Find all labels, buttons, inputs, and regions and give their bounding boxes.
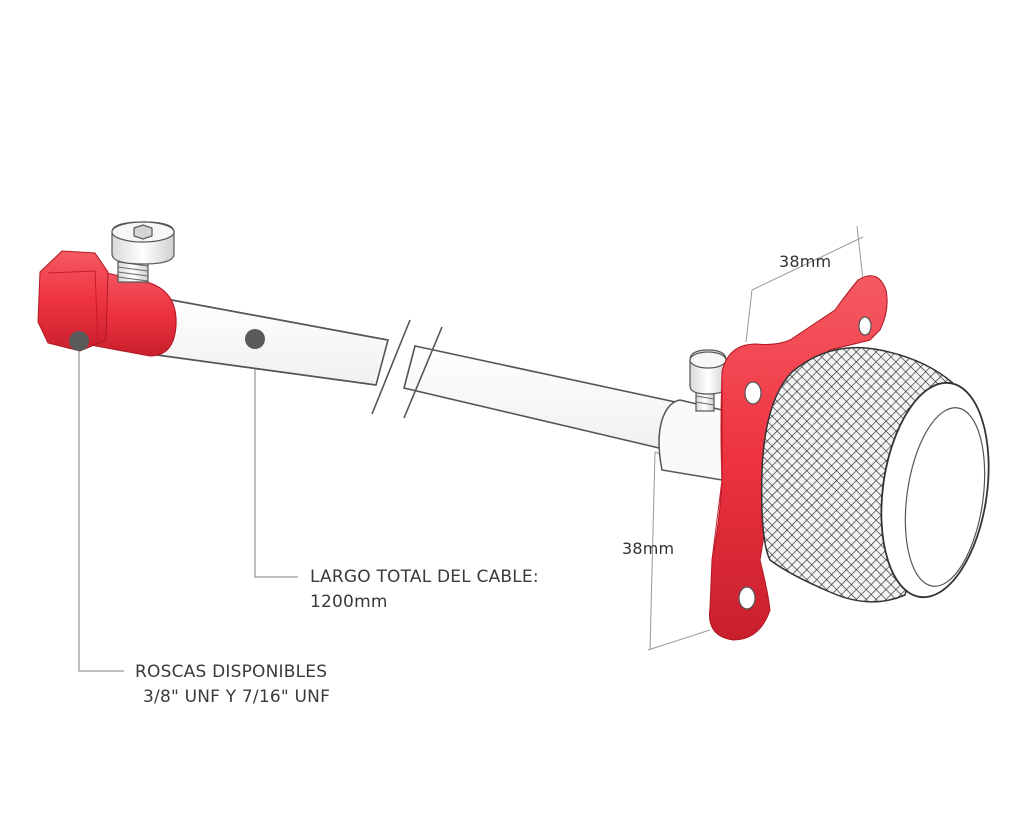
leader-threads	[78, 343, 124, 672]
right-collar	[658, 399, 723, 481]
callout-dot-threads	[69, 331, 89, 351]
right-screw-icon	[689, 349, 727, 412]
red-flange-plate	[708, 275, 888, 641]
cable-rod	[149, 295, 681, 453]
leader-lines	[78, 342, 298, 672]
break-symbol	[371, 319, 443, 419]
dimension-lines	[647, 225, 864, 651]
dimension-height-label: 38mm	[622, 539, 675, 558]
cable-length-title: LARGO TOTAL DEL CABLE:	[310, 567, 539, 587]
dimension-width-label: 38mm	[779, 252, 832, 271]
left-red-fitting	[37, 250, 177, 357]
threads-title: ROSCAS DISPONIBLES	[135, 662, 328, 682]
threads-value: 3/8" UNF Y 7/16" UNF	[143, 687, 331, 707]
cable-length-value: 1200mm	[310, 592, 388, 612]
leader-cable-length	[254, 342, 298, 578]
knurled-knob-icon	[760, 346, 990, 603]
callout-dot-cable	[245, 329, 265, 349]
socket-head-screw-icon	[111, 221, 175, 283]
